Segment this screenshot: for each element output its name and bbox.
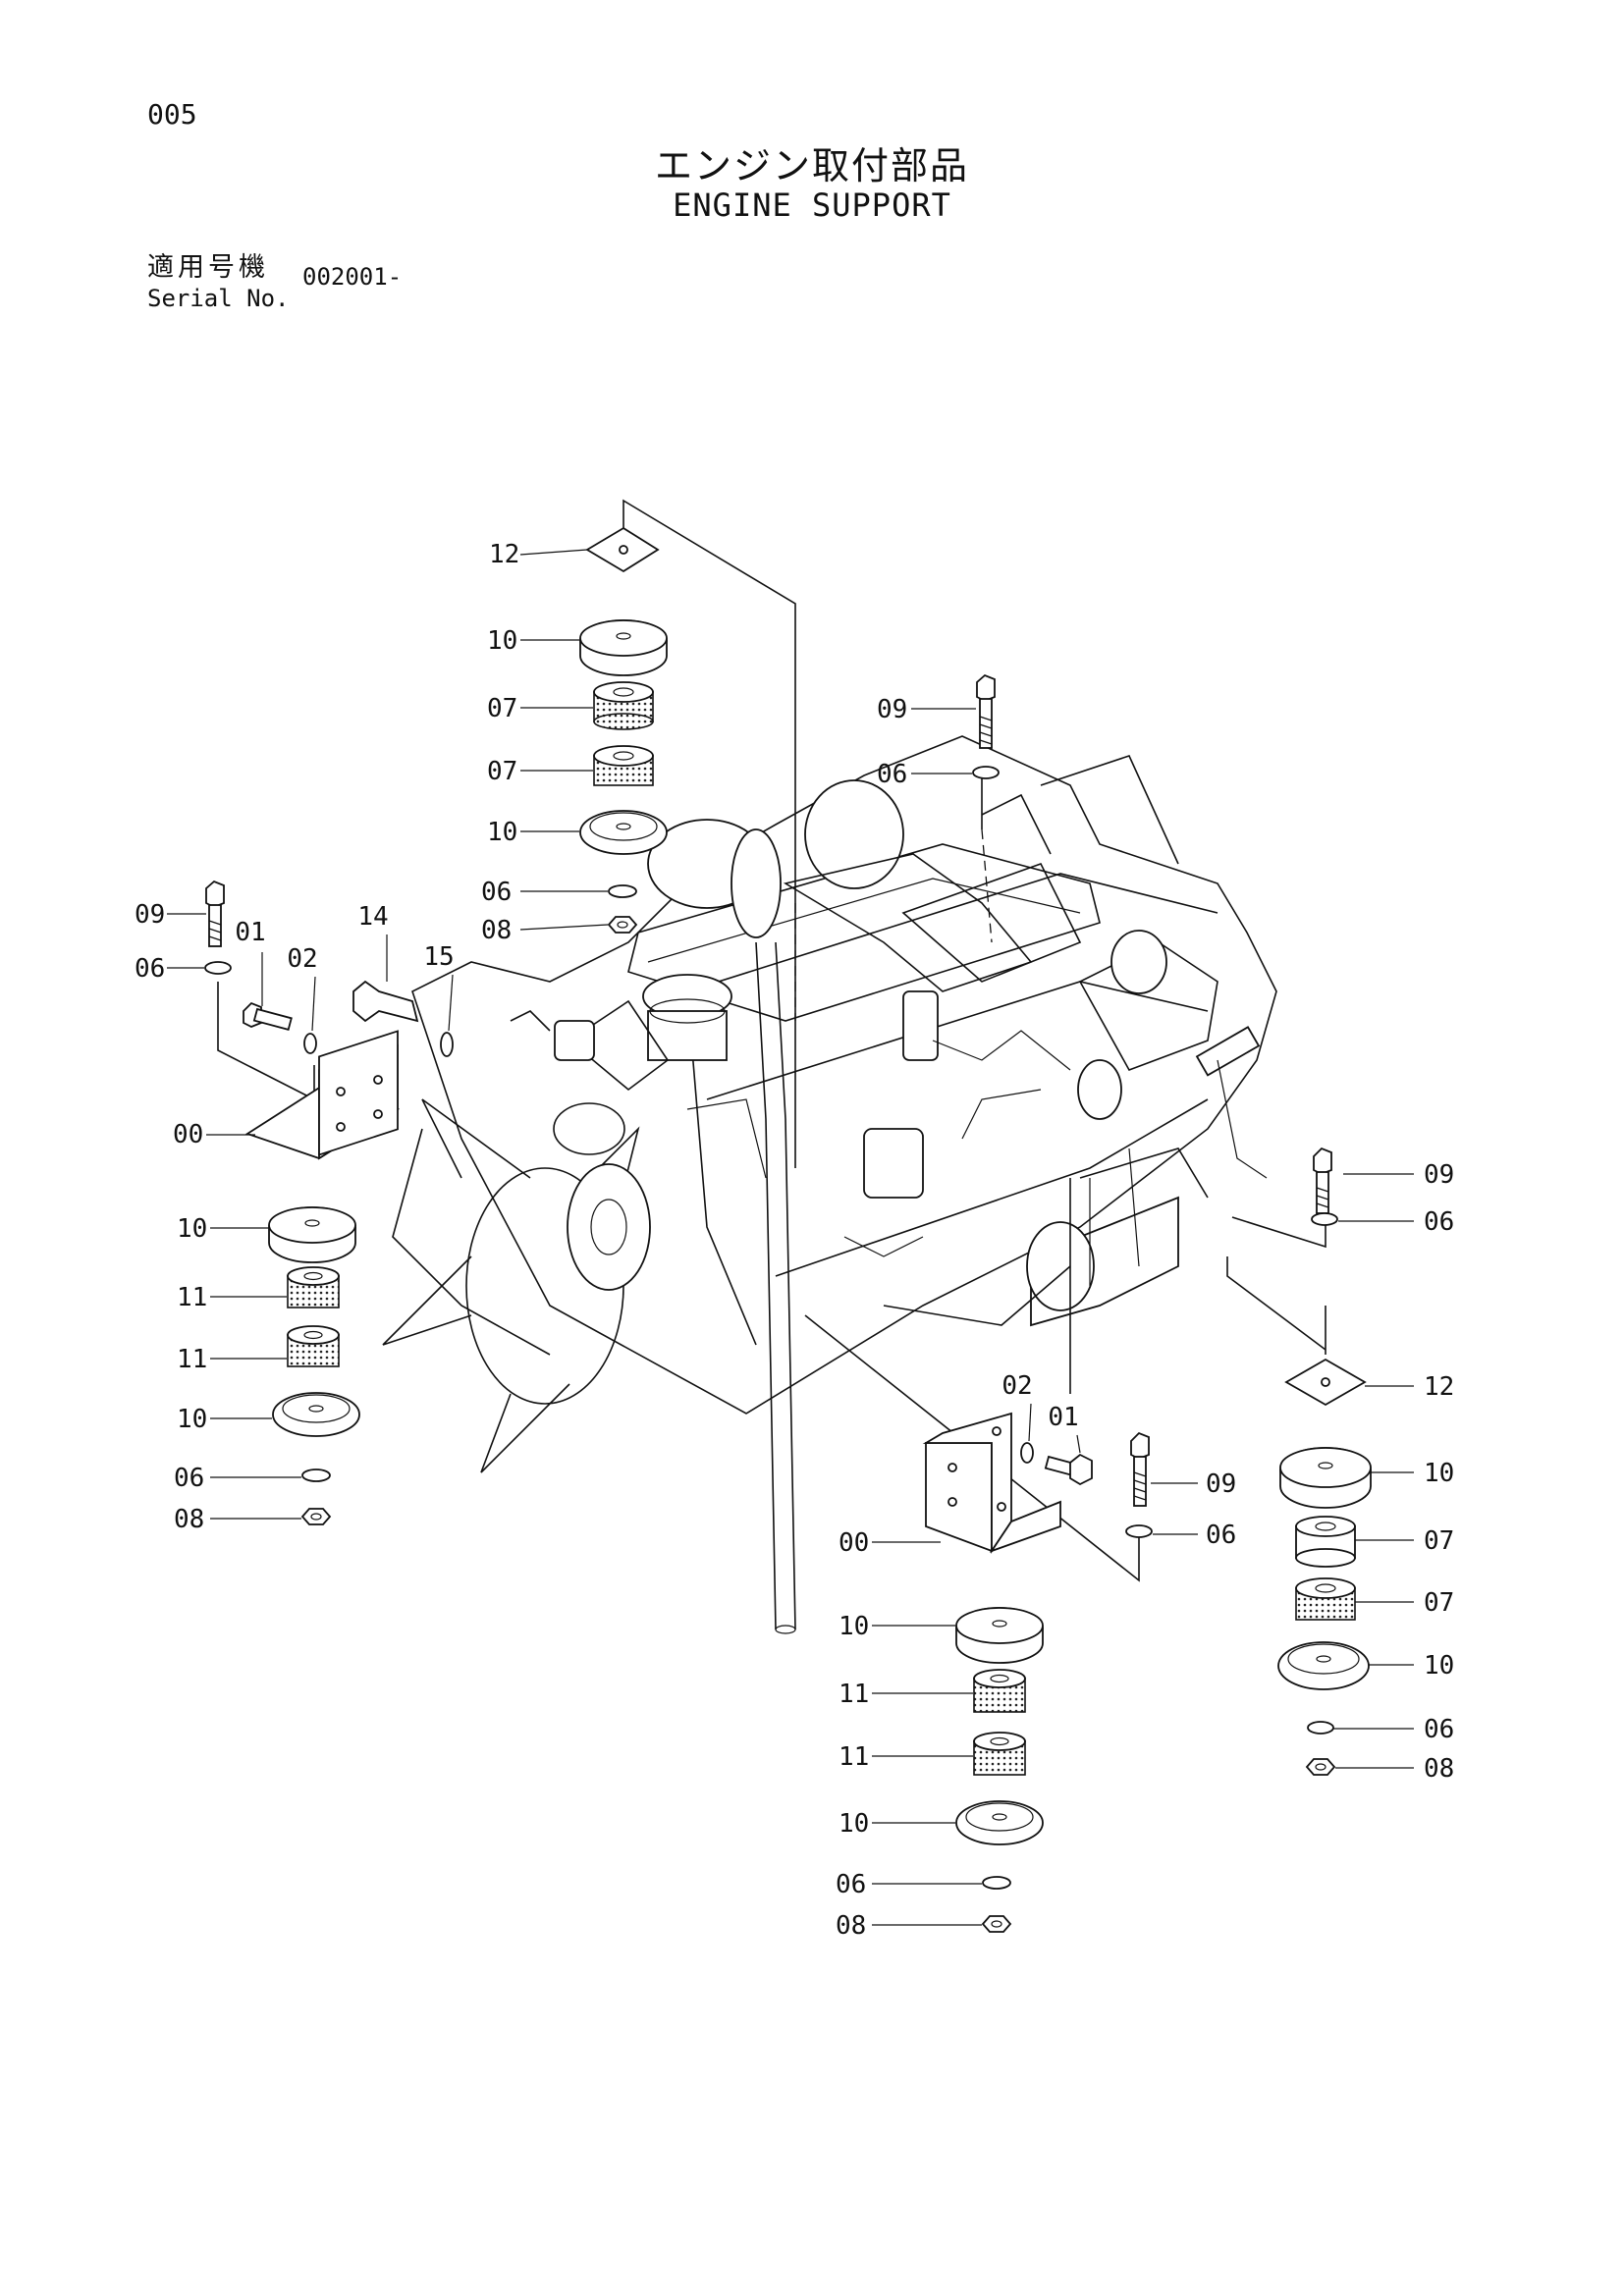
callout-label-c08a: 08 <box>481 916 512 945</box>
callout-label-c06c: 06 <box>135 954 165 984</box>
callout-label-c00b: 00 <box>839 1528 869 1558</box>
serial-number-value: 002001- <box>302 263 403 291</box>
callout-label-c07a: 07 <box>487 694 517 723</box>
page-title-japanese: エンジン取付部品 <box>654 144 969 187</box>
callout-label-c02b: 02 <box>1001 1371 1032 1401</box>
parts-stack-left <box>268 1206 360 1525</box>
callout-label-c08d: 08 <box>836 1911 866 1941</box>
callout-leader-c12a <box>519 549 588 556</box>
callout-label-c08b: 08 <box>174 1505 204 1534</box>
callout-label-c10e: 10 <box>1424 1459 1454 1488</box>
callout-label-c11a: 11 <box>177 1283 207 1312</box>
callout-label-c09b: 09 <box>135 900 165 930</box>
callout-label-c15: 15 <box>423 942 454 972</box>
callout-label-c06a: 06 <box>481 878 512 907</box>
callout-label-c07c: 07 <box>1424 1526 1454 1556</box>
callout-labels: 12 10 07 07 10 06 08 09 06 09 06 01 02 14 15 00 10 11 11 10… <box>135 540 1454 1941</box>
parts-stack-top-left <box>579 526 668 934</box>
callout-label-c01a: 01 <box>235 918 265 947</box>
callout-label-c08c: 08 <box>1424 1754 1454 1784</box>
engine-mount-bracket-left <box>244 1030 401 1160</box>
serial-label-english: Serial No. <box>147 285 290 312</box>
callout-label-c10d: 10 <box>177 1405 207 1434</box>
callout-label-c06h: 06 <box>836 1870 866 1899</box>
callout-leader-c08a <box>519 924 609 931</box>
callout-label-c01b: 01 <box>1048 1403 1078 1432</box>
parts-stack-right <box>1277 1447 1372 1776</box>
parts-right-fasteners <box>1020 1147 1367 1538</box>
callout-label-c00a: 00 <box>173 1120 203 1149</box>
callout-label-c06b: 06 <box>877 760 907 789</box>
callout-label-c12a: 12 <box>489 540 519 569</box>
engine-mount-bracket-right <box>922 1412 1061 1554</box>
callout-label-c09a: 09 <box>877 695 907 724</box>
callout-label-c10g: 10 <box>839 1612 869 1641</box>
engine-block-illustration <box>382 735 1277 1634</box>
callout-label-c02a: 02 <box>287 944 317 974</box>
callout-label-c09c: 09 <box>1424 1160 1454 1190</box>
page-number: 005 <box>147 98 197 131</box>
callout-label-c10h: 10 <box>839 1809 869 1839</box>
serial-label-japanese: 適用号機 <box>147 252 269 283</box>
parts-left-fasteners <box>204 880 454 1057</box>
page-title-english: ENGINE SUPPORT <box>673 187 951 224</box>
callout-leader-c01b <box>1076 1434 1081 1454</box>
callout-label-c10b: 10 <box>487 818 517 847</box>
callout-label-c07b: 07 <box>487 757 517 786</box>
callout-leader-c15 <box>448 974 454 1032</box>
callout-label-c06g: 06 <box>1206 1521 1236 1550</box>
callout-label-c10f: 10 <box>1424 1651 1454 1681</box>
callout-label-c12b: 12 <box>1424 1372 1454 1402</box>
callout-label-c10a: 10 <box>487 626 517 656</box>
callout-label-c11c: 11 <box>839 1680 869 1709</box>
callout-label-c14: 14 <box>357 902 388 932</box>
callout-label-c11b: 11 <box>177 1345 207 1374</box>
callout-label-c10c: 10 <box>177 1214 207 1244</box>
callout-label-c07d: 07 <box>1424 1588 1454 1618</box>
callout-label-c06e: 06 <box>1424 1207 1454 1237</box>
callout-label-c11d: 11 <box>839 1742 869 1772</box>
callout-label-c06f: 06 <box>1424 1715 1454 1744</box>
parts-top-right-bolt <box>972 673 1000 779</box>
callout-leader-c02a <box>311 976 316 1032</box>
parts-stack-lower-center <box>955 1607 1044 1933</box>
callout-label-c09d: 09 <box>1206 1469 1236 1499</box>
callout-leader-c02b <box>1028 1403 1032 1442</box>
callout-label-c06d: 06 <box>174 1464 204 1493</box>
